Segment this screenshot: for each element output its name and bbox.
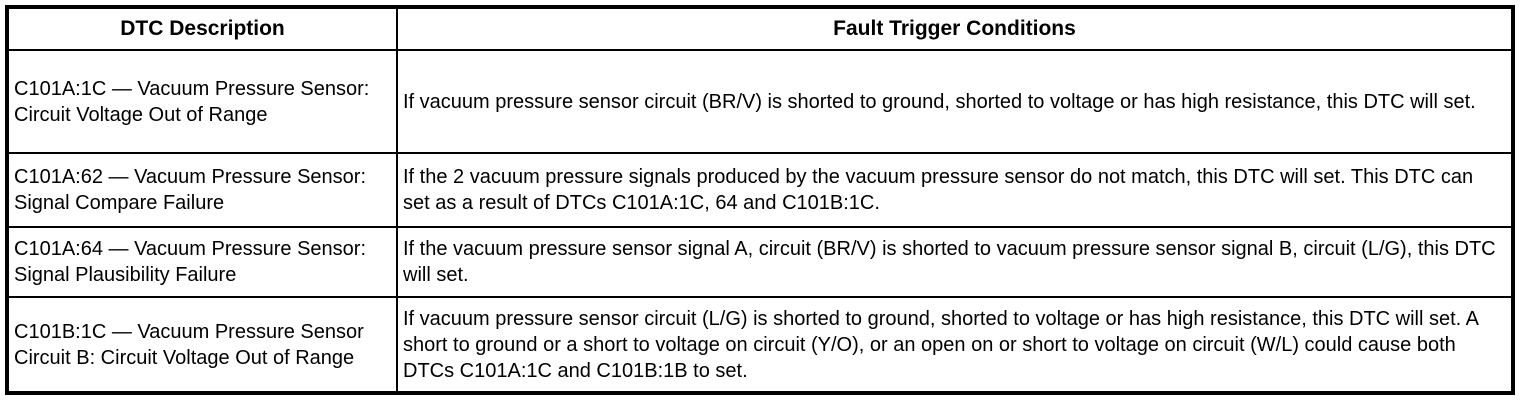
- condition-cell-c101b-1c: If vacuum pressure sensor circuit (L/G) …: [396, 296, 1514, 394]
- header-dtc-description: DTC Description: [6, 6, 398, 51]
- dtc-cell-c101a-64: C101A:64 — Vacuum Pressure Sensor: Signa…: [6, 226, 398, 298]
- condition-cell-c101a-1c: If vacuum pressure sensor circuit (BR/V)…: [396, 49, 1514, 154]
- dtc-cell-c101a-1c: C101A:1C — Vacuum Pressure Sensor: Circu…: [6, 49, 398, 154]
- dtc-fault-table: DTC Description Fault Trigger Conditions…: [5, 5, 1515, 395]
- table-row: C101A:1C — Vacuum Pressure Sensor: Circu…: [6, 49, 1514, 154]
- header-fault-trigger-conditions: Fault Trigger Conditions: [396, 6, 1514, 51]
- dtc-cell-c101a-62: C101A:62 — Vacuum Pressure Sensor: Signa…: [6, 152, 398, 228]
- condition-cell-c101a-62: If the 2 vacuum pressure signals produce…: [396, 152, 1514, 228]
- condition-cell-c101a-64: If the vacuum pressure sensor signal A, …: [396, 226, 1514, 298]
- table-row: C101B:1C — Vacuum Pressure Sensor Circui…: [6, 296, 1514, 394]
- dtc-cell-c101b-1c: C101B:1C — Vacuum Pressure Sensor Circui…: [6, 296, 398, 394]
- table-row: C101A:64 — Vacuum Pressure Sensor: Signa…: [6, 226, 1514, 298]
- table-row: C101A:62 — Vacuum Pressure Sensor: Signa…: [6, 152, 1514, 228]
- table-header-row: DTC Description Fault Trigger Conditions: [6, 6, 1514, 51]
